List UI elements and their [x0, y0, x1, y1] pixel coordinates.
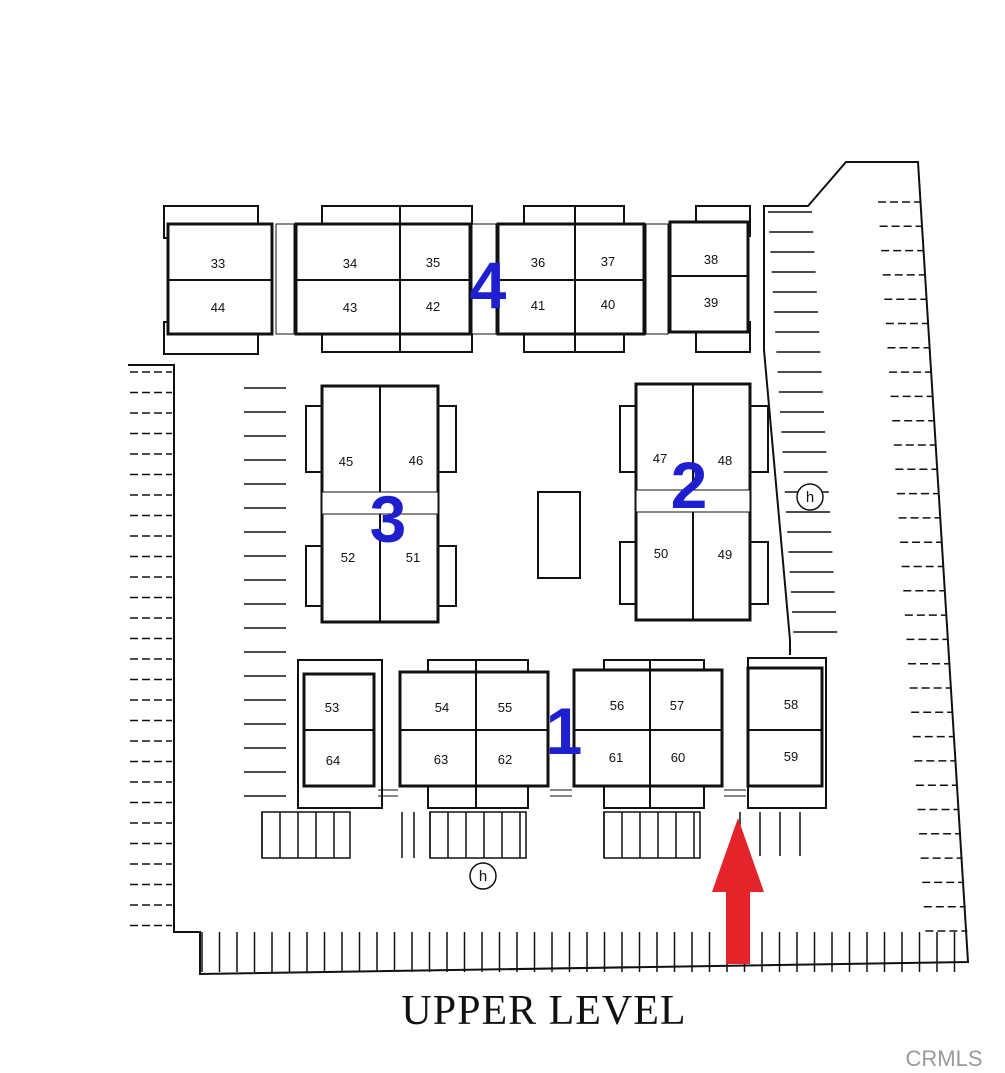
level-title: UPPER LEVEL	[401, 988, 686, 1034]
building-4	[163, 205, 751, 355]
unit-33: 33	[211, 256, 225, 271]
unit-53: 53	[325, 700, 339, 715]
pool	[537, 491, 581, 579]
parking-stalls-left-inner	[244, 387, 286, 797]
unit-40: 40	[601, 297, 615, 312]
unit-58: 58	[784, 697, 798, 712]
building-number-2: 2	[671, 448, 708, 522]
unit-59: 59	[784, 749, 798, 764]
unit-51: 51	[406, 550, 420, 565]
unit-47: 47	[653, 451, 667, 466]
unit-37: 37	[601, 254, 615, 269]
building-3	[305, 384, 457, 624]
unit-61: 61	[609, 750, 623, 765]
unit-38: 38	[704, 252, 718, 267]
building-number-4: 4	[470, 248, 507, 322]
unit-60: 60	[671, 750, 685, 765]
unit-42: 42	[426, 299, 440, 314]
building-number-3: 3	[370, 482, 407, 556]
unit-48: 48	[718, 453, 732, 468]
building-numbers: 4 3 2 1	[370, 248, 708, 768]
parking-lot-outline	[128, 161, 970, 976]
unit-39: 39	[704, 295, 718, 310]
unit-35: 35	[426, 255, 440, 270]
svg-text:h: h	[479, 868, 487, 885]
unit-50: 50	[654, 546, 668, 561]
svg-text:h: h	[806, 489, 814, 506]
unit-45: 45	[339, 454, 353, 469]
parking-stalls-bottom	[201, 932, 956, 972]
carport-stalls	[261, 811, 801, 859]
unit-57: 57	[670, 698, 684, 713]
unit-54: 54	[435, 700, 449, 715]
building-1	[297, 657, 827, 809]
unit-52: 52	[341, 550, 355, 565]
unit-43: 43	[343, 300, 357, 315]
parking-stalls-left-outer	[130, 371, 172, 927]
unit-44: 44	[211, 300, 225, 315]
carport	[261, 811, 351, 859]
carport	[603, 811, 701, 859]
unit-63: 63	[434, 752, 448, 767]
building-2	[619, 382, 769, 622]
unit-labels: 33 44 34 43 35 42 36 41 37 40 38 39 45 4…	[211, 252, 798, 768]
unit-62: 62	[498, 752, 512, 767]
carport	[429, 811, 527, 859]
unit-64: 64	[326, 753, 340, 768]
unit-55: 55	[498, 700, 512, 715]
building-number-1: 1	[546, 694, 583, 768]
unit-56: 56	[610, 698, 624, 713]
handicap-parking-icon: h	[796, 483, 824, 511]
parking-stalls-right-outer	[878, 201, 968, 932]
unit-34: 34	[343, 256, 357, 271]
unit-36: 36	[531, 255, 545, 270]
unit-49: 49	[718, 547, 732, 562]
unit-location-arrow-icon	[712, 818, 764, 964]
parking-stalls-right-inner	[768, 211, 838, 633]
handicap-parking-icon-bottom: h	[469, 862, 497, 890]
watermark: CRMLS	[905, 1046, 982, 1071]
unit-41: 41	[531, 298, 545, 313]
unit-46: 46	[409, 453, 423, 468]
